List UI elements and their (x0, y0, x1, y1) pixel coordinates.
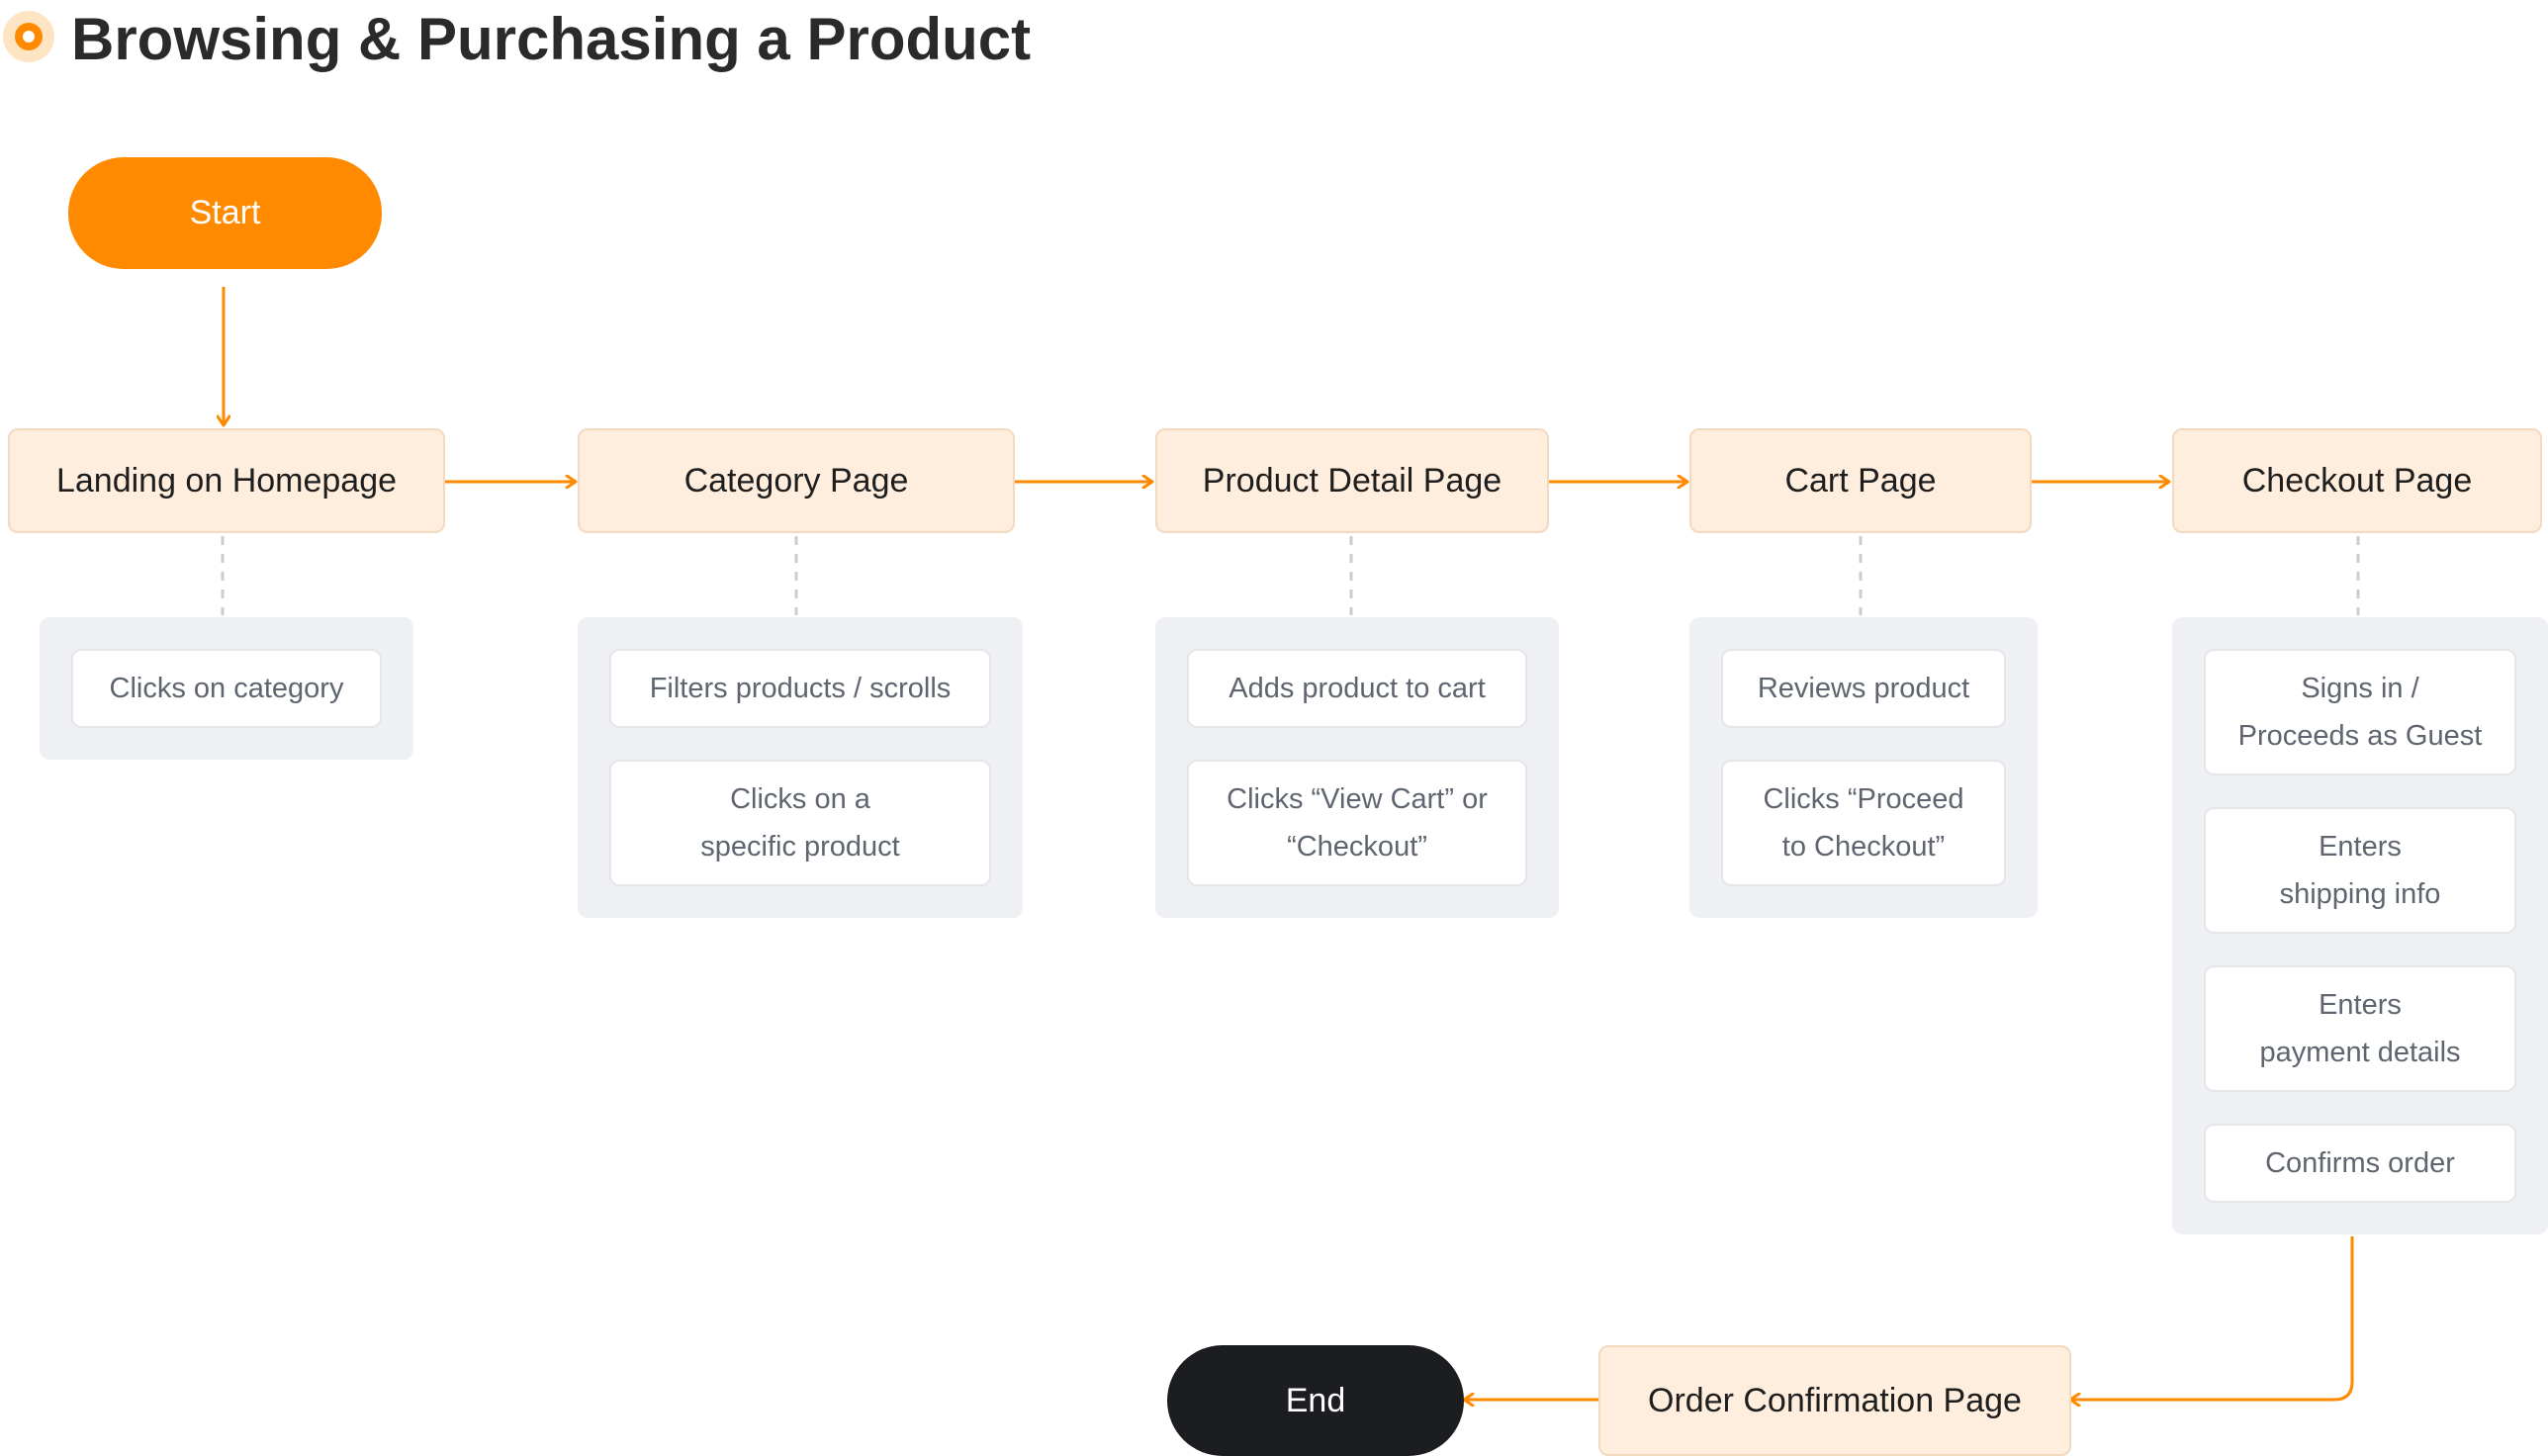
title-bullet-icon (3, 11, 54, 62)
action-adds-to-cart: Adds product to cart (1187, 649, 1527, 728)
action-filters-products: Filters products / scrolls (609, 649, 991, 728)
node-category-page: Category Page (578, 428, 1015, 533)
node-landing-homepage: Landing on Homepage (8, 428, 445, 533)
action-shipping-info: Enters shipping info (2204, 807, 2516, 934)
node-checkout-page: Checkout Page (2172, 428, 2542, 533)
node-order-confirmation-page: Order Confirmation Page (1598, 1345, 2071, 1456)
action-confirms-order: Confirms order (2204, 1124, 2516, 1203)
action-clicks-view-cart: Clicks “View Cart” or “Checkout” (1187, 760, 1527, 886)
start-node: Start (68, 157, 382, 269)
action-reviews-product: Reviews product (1721, 649, 2006, 728)
action-signs-in: Signs in / Proceeds as Guest (2204, 649, 2516, 775)
action-proceed-checkout: Clicks “Proceed to Checkout” (1721, 760, 2006, 886)
action-clicks-category: Clicks on category (71, 649, 382, 728)
end-node: End (1167, 1345, 1464, 1456)
arrow-checkout-to-confirmation (2070, 1236, 2354, 1400)
page-title: Browsing & Purchasing a Product (71, 6, 1032, 72)
action-payment-details: Enters payment details (2204, 965, 2516, 1092)
node-product-detail-page: Product Detail Page (1155, 428, 1549, 533)
node-cart-page: Cart Page (1689, 428, 2032, 533)
action-clicks-product: Clicks on a specific product (609, 760, 991, 886)
